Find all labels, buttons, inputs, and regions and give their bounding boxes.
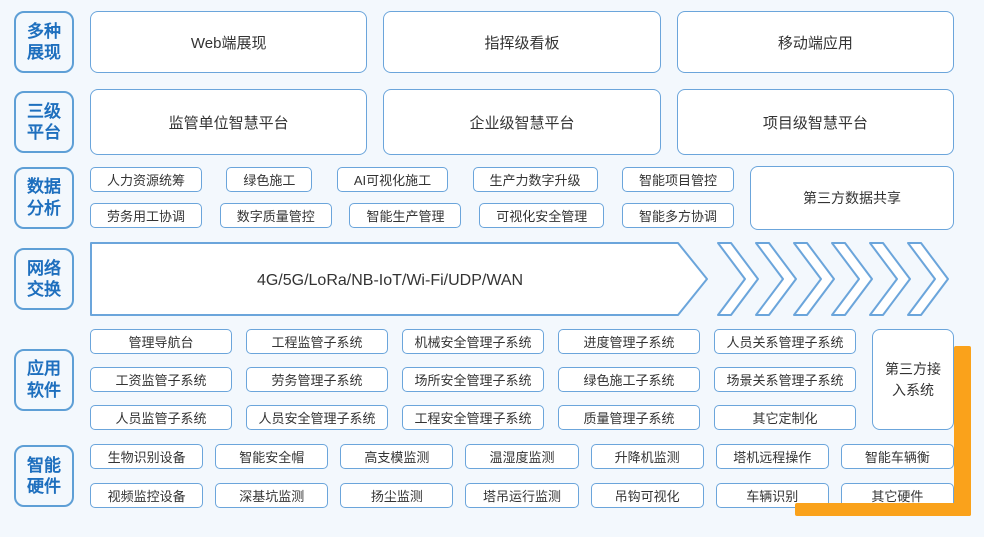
hardware-box: 智能车辆衡 bbox=[840, 444, 954, 469]
software-box: 管理导航台 bbox=[90, 329, 232, 354]
band-analysis-content: 人力资源统筹 绿色施工 AI可视化施工 生产力数字升级 智能项目管控 劳务用工协… bbox=[90, 164, 954, 231]
hardware-box: 扬尘监测 bbox=[340, 483, 454, 508]
band-network-label: 网络交换 bbox=[14, 248, 74, 310]
band-hardware: 智能硬件 生物识别设备 智能安全帽 高支模监测 温湿度监测 升降机监测 塔机远程… bbox=[14, 442, 954, 510]
highlight-bar-vertical bbox=[954, 346, 971, 516]
software-row: 人员监管子系统 人员安全管理子系统 工程安全管理子系统 质量管理子系统 其它定制… bbox=[90, 405, 856, 430]
software-row: 管理导航台 工程监管子系统 机械安全管理子系统 进度管理子系统 人员关系管理子系… bbox=[90, 329, 856, 354]
hardware-box: 升降机监测 bbox=[590, 444, 704, 469]
software-grid: 管理导航台 工程监管子系统 机械安全管理子系统 进度管理子系统 人员关系管理子系… bbox=[90, 327, 856, 432]
software-box: 其它定制化 bbox=[714, 405, 856, 430]
band-software-label-text: 应用软件 bbox=[27, 359, 61, 400]
software-box: 场景关系管理子系统 bbox=[714, 367, 856, 392]
analysis-box: 生产力数字升级 bbox=[472, 167, 598, 192]
software-row: 工资监管子系统 劳务管理子系统 场所安全管理子系统 绿色施工子系统 场景关系管理… bbox=[90, 367, 856, 392]
hardware-row: 视频监控设备 深基坑监测 扬尘监测 塔吊运行监测 吊钩可视化 车辆识别 其它硬件 bbox=[90, 483, 954, 508]
analysis-box: AI可视化施工 bbox=[336, 167, 449, 192]
analysis-box: 人力资源统筹 bbox=[90, 167, 203, 192]
software-box: 机械安全管理子系统 bbox=[402, 329, 544, 354]
band-hardware-label: 智能硬件 bbox=[14, 445, 74, 507]
chevron-arrow-icon bbox=[755, 242, 797, 316]
band-platform-content: 监管单位智慧平台 企业级智慧平台 项目级智慧平台 bbox=[90, 89, 954, 155]
software-box: 人员监管子系统 bbox=[90, 405, 232, 430]
software-box: 场所安全管理子系统 bbox=[402, 367, 544, 392]
analysis-row: 人力资源统筹 绿色施工 AI可视化施工 生产力数字升级 智能项目管控 bbox=[90, 167, 734, 192]
hardware-box: 视频监控设备 bbox=[90, 483, 204, 508]
software-box: 人员关系管理子系统 bbox=[714, 329, 856, 354]
hardware-box: 高支模监测 bbox=[340, 444, 454, 469]
hardware-box: 生物识别设备 bbox=[90, 444, 204, 469]
band-network: 网络交换 4G/5G/LoRa/NB-IoT/Wi-Fi/UDP/WAN bbox=[14, 240, 954, 318]
band-software-content: 管理导航台 工程监管子系统 机械安全管理子系统 进度管理子系统 人员关系管理子系… bbox=[90, 327, 954, 432]
software-box: 人员安全管理子系统 bbox=[246, 405, 388, 430]
chevron-arrow-icon bbox=[717, 242, 759, 316]
hardware-box: 温湿度监测 bbox=[465, 444, 579, 469]
band-hardware-content: 生物识别设备 智能安全帽 高支模监测 温湿度监测 升降机监测 塔机远程操作 智能… bbox=[90, 442, 954, 510]
analysis-box: 可视化安全管理 bbox=[479, 203, 605, 228]
hardware-box: 塔机远程操作 bbox=[715, 444, 829, 469]
band-hardware-label-text: 智能硬件 bbox=[27, 455, 61, 496]
chevron-arrow-icon bbox=[907, 242, 949, 316]
hardware-grid: 生物识别设备 智能安全帽 高支模监测 温湿度监测 升降机监测 塔机远程操作 智能… bbox=[90, 442, 954, 510]
band-display: 多种展现 Web端展现 指挥级看板 移动端应用 bbox=[14, 11, 954, 73]
band-platform: 三级平台 监管单位智慧平台 企业级智慧平台 项目级智慧平台 bbox=[14, 89, 954, 155]
hardware-box: 吊钩可视化 bbox=[590, 483, 704, 508]
software-box: 绿色施工子系统 bbox=[558, 367, 700, 392]
band-analysis-label: 数据分析 bbox=[14, 166, 74, 229]
band-software-label: 应用软件 bbox=[14, 348, 74, 411]
display-box: 移动端应用 bbox=[676, 11, 954, 73]
highlight-bar-horizontal bbox=[795, 503, 971, 516]
band-software: 应用软件 管理导航台 工程监管子系统 机械安全管理子系统 进度管理子系统 人员关… bbox=[14, 327, 954, 432]
software-box: 劳务管理子系统 bbox=[246, 367, 388, 392]
chevron-arrow-icon bbox=[869, 242, 911, 316]
software-side-box: 第三方接入系统 bbox=[872, 329, 954, 430]
software-box: 进度管理子系统 bbox=[558, 329, 700, 354]
software-box: 质量管理子系统 bbox=[558, 405, 700, 430]
hardware-box: 塔吊运行监测 bbox=[465, 483, 579, 508]
band-analysis-label-text: 数据分析 bbox=[27, 177, 61, 218]
analysis-grid: 人力资源统筹 绿色施工 AI可视化施工 生产力数字升级 智能项目管控 劳务用工协… bbox=[90, 164, 734, 231]
network-arrow-text: 4G/5G/LoRa/NB-IoT/Wi-Fi/UDP/WAN bbox=[257, 272, 523, 289]
display-box: 指挥级看板 bbox=[383, 11, 661, 73]
chevron-arrow-icon bbox=[831, 242, 873, 316]
band-platform-label: 三级平台 bbox=[14, 91, 74, 153]
network-arrow-graphic: 4G/5G/LoRa/NB-IoT/Wi-Fi/UDP/WAN bbox=[90, 242, 949, 316]
hardware-box: 车辆识别 bbox=[715, 483, 829, 508]
platform-box: 监管单位智慧平台 bbox=[90, 89, 368, 155]
analysis-box: 智能生产管理 bbox=[349, 203, 462, 228]
chevron-arrow-icon bbox=[793, 242, 835, 316]
analysis-box: 绿色施工 bbox=[226, 167, 313, 192]
analysis-box: 数字质量管控 bbox=[219, 203, 332, 228]
band-display-label: 多种展现 bbox=[14, 11, 74, 73]
analysis-side-box: 第三方数据共享 bbox=[750, 165, 954, 230]
band-display-content: Web端展现 指挥级看板 移动端应用 bbox=[90, 11, 954, 73]
hardware-box: 深基坑监测 bbox=[215, 483, 329, 508]
band-analysis: 数据分析 人力资源统筹 绿色施工 AI可视化施工 生产力数字升级 智能项目管控 … bbox=[14, 164, 954, 231]
band-network-label-text: 网络交换 bbox=[27, 258, 61, 299]
band-display-label-text: 多种展现 bbox=[27, 21, 61, 62]
network-arrow-body bbox=[90, 242, 708, 316]
platform-box: 项目级智慧平台 bbox=[676, 89, 954, 155]
band-platform-label-text: 三级平台 bbox=[27, 101, 61, 142]
software-box: 工程监管子系统 bbox=[246, 329, 388, 354]
analysis-row: 劳务用工协调 数字质量管控 智能生产管理 可视化安全管理 智能多方协调 bbox=[90, 203, 734, 228]
software-box: 工程安全管理子系统 bbox=[402, 405, 544, 430]
platform-box: 企业级智慧平台 bbox=[383, 89, 661, 155]
analysis-box: 智能项目管控 bbox=[621, 167, 734, 192]
hardware-row: 生物识别设备 智能安全帽 高支模监测 温湿度监测 升降机监测 塔机远程操作 智能… bbox=[90, 444, 954, 469]
band-network-content: 4G/5G/LoRa/NB-IoT/Wi-Fi/UDP/WAN bbox=[90, 240, 954, 318]
software-box: 工资监管子系统 bbox=[90, 367, 232, 392]
hardware-box: 智能安全帽 bbox=[215, 444, 329, 469]
display-box: Web端展现 bbox=[90, 11, 368, 73]
analysis-box: 智能多方协调 bbox=[621, 203, 734, 228]
analysis-box: 劳务用工协调 bbox=[90, 203, 203, 228]
